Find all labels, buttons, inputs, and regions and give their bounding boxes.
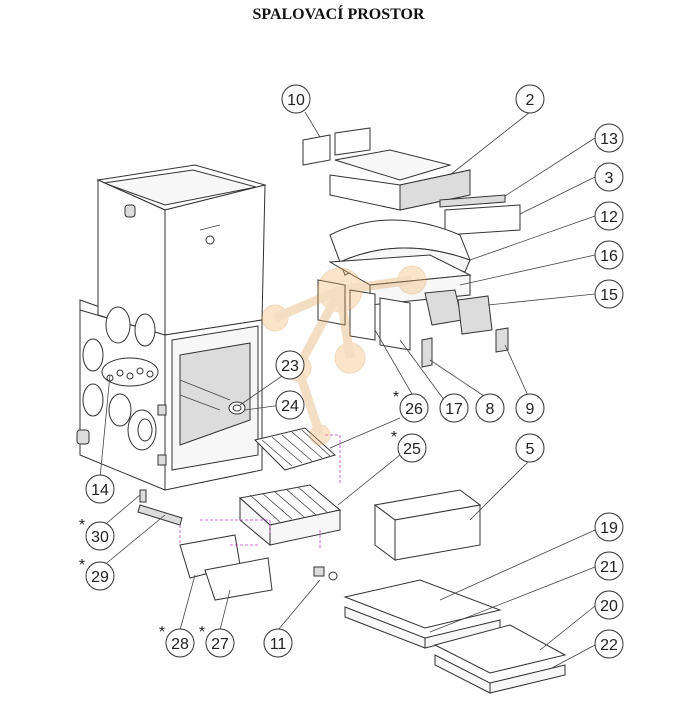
callout-5: 5 xyxy=(515,433,545,463)
callout-label: 8 xyxy=(486,401,495,418)
callout-star: * xyxy=(159,624,165,641)
part-23-24-ring xyxy=(228,401,246,415)
callout-label: 21 xyxy=(600,559,618,576)
callout-label: 5 xyxy=(526,441,535,458)
part-26-grate xyxy=(254,427,336,471)
callout-label: 25 xyxy=(403,441,421,458)
callout-label: 23 xyxy=(281,358,299,375)
callout-23: 23 xyxy=(275,350,305,380)
callout-29: 29 * xyxy=(79,557,115,591)
callout-label: 10 xyxy=(287,92,305,109)
part-10-panels xyxy=(302,127,371,166)
leader-lines xyxy=(94,111,596,670)
part-5-ashpan xyxy=(373,489,482,561)
part-9-brick xyxy=(495,327,509,353)
callout-label: 15 xyxy=(600,287,618,304)
callout-2: 2 xyxy=(515,84,545,114)
dashed-guides xyxy=(179,434,341,550)
callout-12: 12 xyxy=(594,201,624,231)
callout-star: * xyxy=(391,429,397,446)
callout-label: 24 xyxy=(281,398,299,415)
callout-label: 20 xyxy=(600,598,618,615)
callout-label: 28 xyxy=(171,636,189,653)
callout-26: 26 * xyxy=(393,389,429,423)
callout-label: 26 xyxy=(405,401,423,418)
callout-star: * xyxy=(199,624,205,641)
callout-9: 9 xyxy=(515,393,545,423)
callout-28: 28 * xyxy=(159,624,195,658)
callout-19: 19 xyxy=(594,512,624,542)
callout-label: 16 xyxy=(600,248,618,265)
callout-14: 14 xyxy=(85,474,115,504)
part-22-plate xyxy=(434,654,566,694)
callout-21: 21 xyxy=(594,551,624,581)
callout-label: 11 xyxy=(270,636,287,653)
callout-label: 22 xyxy=(600,637,618,654)
callout-13: 13 xyxy=(594,123,624,153)
boiler-body xyxy=(76,164,267,491)
callout-27: 27 * xyxy=(199,624,235,658)
callout-label: 13 xyxy=(600,131,618,148)
part-13-plate xyxy=(439,194,506,208)
callout-label: 3 xyxy=(605,170,614,187)
callout-22: 22 xyxy=(594,629,624,659)
callout-star: * xyxy=(79,517,85,534)
part-8-brick xyxy=(421,337,433,368)
callout-label: 19 xyxy=(600,520,618,537)
page-title: SPALOVACÍ PROSTOR xyxy=(252,6,425,23)
callout-16: 16 xyxy=(594,240,624,270)
callout-15: 15 xyxy=(594,279,624,309)
callout-label: 27 xyxy=(211,636,229,653)
callout-label: 14 xyxy=(91,482,109,499)
callout-11: 11 xyxy=(263,628,293,658)
callout-label: 30 xyxy=(91,529,109,546)
part-25-grate xyxy=(238,484,342,547)
callout-3: 3 xyxy=(594,162,624,192)
part-30-29-bracket xyxy=(137,489,183,526)
callout-star: * xyxy=(393,389,399,406)
callout-24: 24 xyxy=(275,390,305,420)
callout-17: 17 xyxy=(439,393,469,423)
part-11-bolt xyxy=(313,566,338,581)
part-21-plate xyxy=(344,606,501,649)
callout-label: 29 xyxy=(91,569,109,586)
part-15-bricks xyxy=(424,289,493,335)
callout-25: 25 * xyxy=(391,429,427,463)
callout-label: 12 xyxy=(600,209,618,226)
callout-20: 20 xyxy=(594,590,624,620)
callout-star: * xyxy=(79,557,85,574)
callout-label: 2 xyxy=(526,92,535,109)
callout-30: 30 * xyxy=(79,517,115,551)
callout-label: 17 xyxy=(445,401,463,418)
callout-10: 10 xyxy=(281,84,311,114)
part-19-plate xyxy=(343,579,502,629)
part-17-panels xyxy=(317,279,411,351)
part-2-tray xyxy=(329,149,471,211)
callout-8: 8 xyxy=(475,393,505,423)
part-28-27-plates xyxy=(179,534,273,601)
part-3-plate xyxy=(444,204,521,236)
part-20-plate xyxy=(433,624,567,674)
callout-label: 9 xyxy=(526,401,535,418)
